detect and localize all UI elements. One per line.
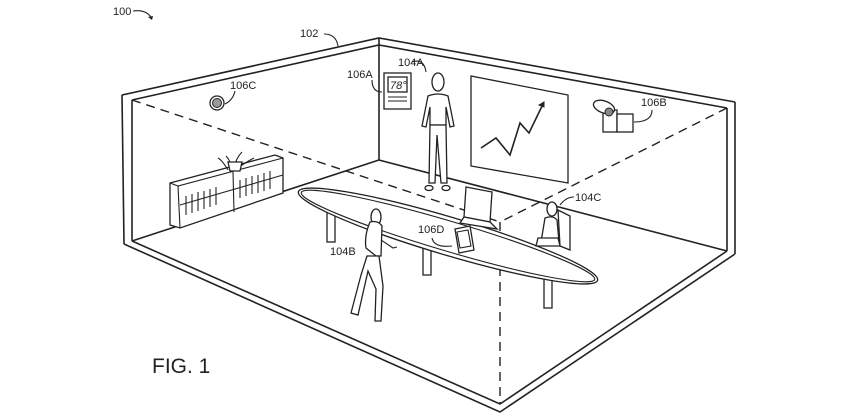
person-104a: 104A [398, 57, 455, 192]
label-106a: 106A [347, 69, 373, 81]
thermostat-106a: 78° 106A [347, 69, 412, 110]
thermostat-reading: 78° [390, 80, 407, 92]
wall-display [470, 75, 569, 184]
label-104b: 104B [330, 246, 356, 258]
sensor-106c: 106C [209, 80, 256, 111]
label-106d: 106D [418, 224, 444, 236]
label-104a: 104A [398, 57, 424, 69]
label-106c: 106C [230, 80, 256, 92]
camera-106b: 106B [592, 97, 667, 133]
plant-icon [217, 151, 255, 171]
person-104b: 104B [330, 208, 398, 322]
label-100: 100 [113, 6, 153, 20]
label-106b: 106B [641, 97, 667, 109]
laptop [458, 186, 499, 230]
label-104c: 104C [575, 192, 601, 204]
label-100-text: 100 [113, 6, 131, 18]
label-102-text: 102 [300, 28, 318, 40]
bookshelf [169, 151, 284, 229]
label-102: 102 [300, 28, 339, 47]
tablet-106d: 106D [418, 224, 475, 254]
person-104c: 104C [535, 192, 601, 251]
figure-title: FIG. 1 [152, 355, 210, 378]
